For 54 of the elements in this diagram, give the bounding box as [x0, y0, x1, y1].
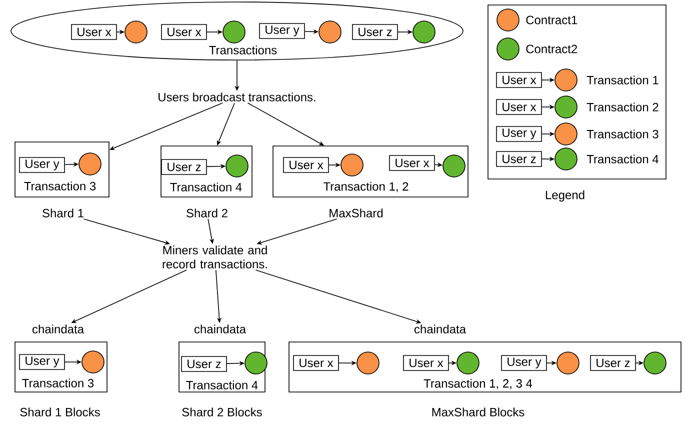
- contract-circle: [222, 20, 246, 44]
- contract-circle: [456, 352, 480, 374]
- box-caption: Shard 1 Blocks: [20, 408, 100, 416]
- legend-text: Contract1: [526, 16, 578, 24]
- user-box: User z: [161, 159, 207, 175]
- contract-circle: [554, 122, 578, 146]
- legend-text: Transaction 2: [586, 102, 658, 112]
- contract-circle: [82, 350, 104, 374]
- user-box: User x: [496, 72, 542, 88]
- legend-text: Transaction 4: [586, 154, 658, 164]
- user-box: User x: [496, 99, 542, 115]
- user-box: User x: [389, 155, 435, 171]
- contract-circle: [554, 148, 578, 170]
- contract-circle: [244, 352, 268, 374]
- user-box: User y: [19, 157, 65, 173]
- step-text: Shard 2: [186, 208, 228, 218]
- user-box: User x: [403, 355, 449, 371]
- contract-circle: [318, 20, 342, 44]
- user-box: User z: [590, 355, 636, 371]
- step-text: Shard 1: [42, 208, 84, 218]
- step-text: MaxShard: [330, 208, 383, 218]
- user-box: User x: [283, 157, 329, 173]
- contract-circle: [226, 154, 248, 178]
- user-box: User y: [19, 354, 65, 370]
- step-text: chaindata: [32, 324, 84, 334]
- legend-title: Legend: [546, 190, 584, 202]
- box-caption: Shard 2 Blocks: [182, 408, 262, 416]
- step-text: chaindata: [414, 324, 466, 334]
- user-box: User z: [496, 151, 542, 167]
- step-text: chaindata: [194, 324, 246, 334]
- contract-circle: [556, 352, 580, 374]
- legend-text: Transaction 1: [586, 76, 658, 84]
- contract-circle: [412, 20, 436, 44]
- legend-text: Transaction 3: [586, 130, 658, 138]
- contract-circle: [340, 154, 364, 176]
- user-box: User y: [501, 355, 547, 371]
- contract-circle: [554, 96, 578, 118]
- user-box: User x: [71, 24, 117, 40]
- contract-circle: [554, 68, 578, 92]
- user-box: User z: [352, 24, 398, 40]
- contract-circle: [78, 152, 102, 176]
- user-box: User x: [293, 355, 339, 371]
- user-box: User y: [259, 23, 305, 39]
- legend-text: Contract2: [526, 44, 577, 54]
- user-box: User x: [161, 24, 207, 40]
- contract-circle: [124, 20, 148, 44]
- user-box: User y: [496, 126, 542, 142]
- user-box: User z: [181, 356, 227, 372]
- box-caption: MaxShard Blocks: [432, 408, 524, 416]
- step-text: Users broadcast transactions.: [158, 92, 316, 102]
- contract-circle: [644, 352, 666, 374]
- step-text: Miners validate and record transactions.: [162, 246, 267, 268]
- contract-circle: [442, 154, 466, 178]
- contract-circle: [356, 352, 380, 374]
